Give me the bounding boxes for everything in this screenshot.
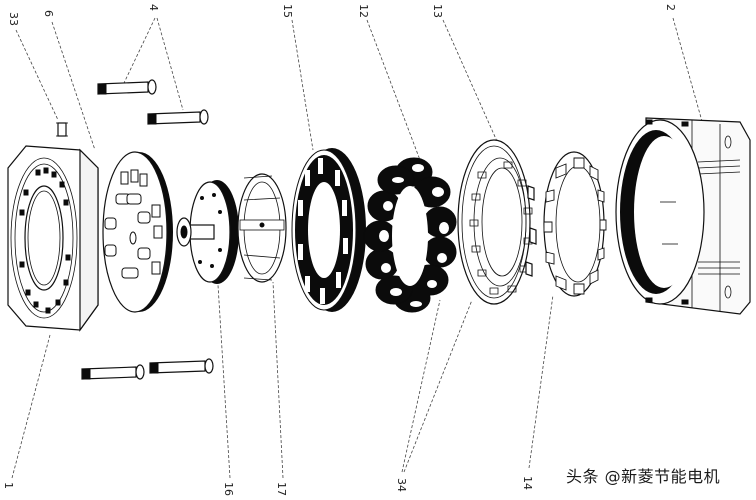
bolt-bottom-1 [81,364,145,380]
callout-12: 12 [357,4,370,18]
rotor-16 [176,180,239,284]
callout-15: 15 [281,4,294,18]
bolt-top-1 [97,79,157,95]
callout-16: 16 [222,482,235,496]
stator-core-15 [291,148,366,312]
bolt-top-2 [147,109,209,125]
watermark: 头条 @新菱节能电机 [566,467,721,486]
callout-4: 4 [147,4,160,11]
insulation-frame-13 [457,139,537,305]
circuit-board-6 [102,151,173,313]
coil-windings-12 [363,157,457,313]
bolt-bottom-2 [149,358,214,374]
callout-14: 14 [521,476,534,490]
insulation-frame-14 [543,151,607,297]
callout-6: 6 [42,10,55,17]
leader-lines [11,17,706,479]
callout-34: 34 [395,478,408,492]
callout-2: 2 [664,4,677,11]
end-cover-1 [7,145,99,332]
pin-33 [56,122,68,137]
magnet-ring-17 [237,173,287,283]
callout-33: 33 [7,12,20,26]
callout-1: 1 [2,482,15,489]
housing-2 [615,117,751,315]
callout-labels: 33 6 4 15 12 13 2 1 16 17 34 14 [2,4,677,496]
callout-17: 17 [275,482,288,496]
callout-13: 13 [431,4,444,18]
